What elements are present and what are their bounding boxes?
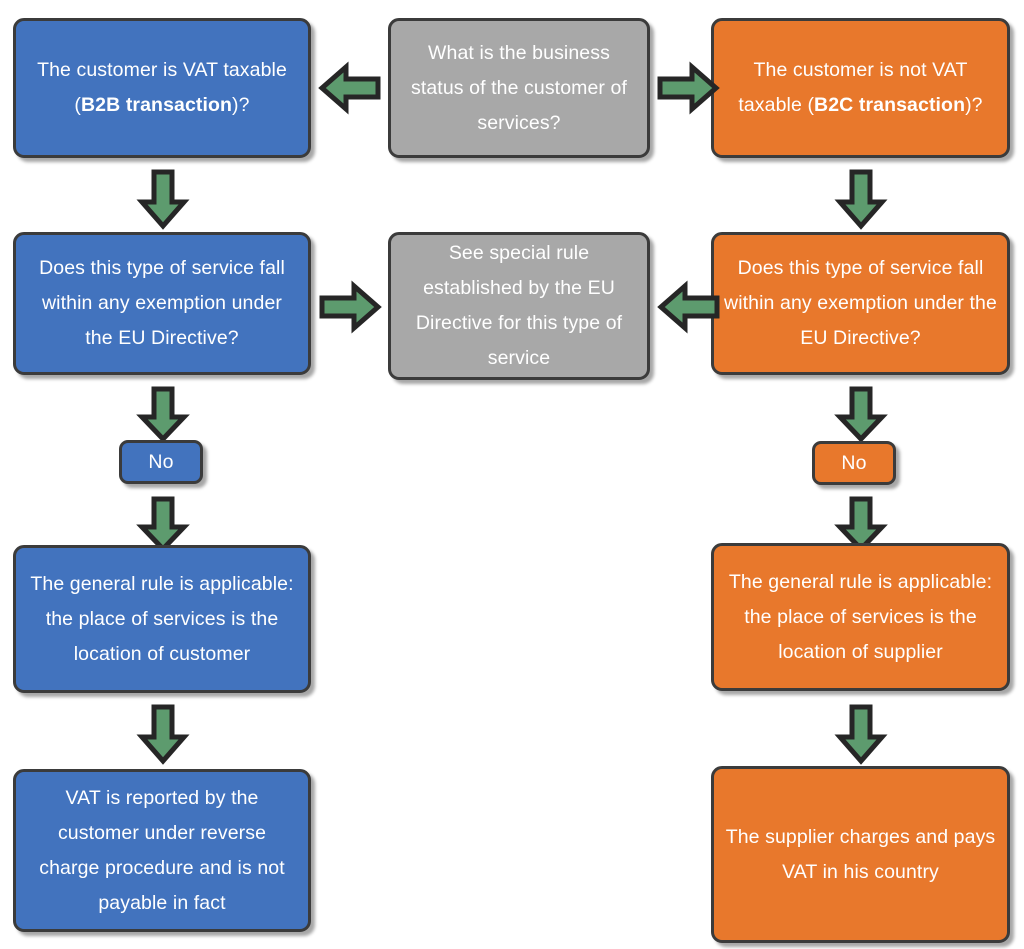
arrow-b2c-no-to-general-rule bbox=[834, 495, 888, 553]
node-business-status-label: What is the business status of the custo… bbox=[410, 41, 628, 134]
arrow-b2c-question-to-exemption bbox=[834, 168, 888, 230]
node-b2b-outcome-label: VAT is reported by the customer under re… bbox=[39, 786, 285, 914]
node-b2b-general-rule[interactable]: The general rule is applicable: the plac… bbox=[13, 545, 311, 693]
node-b2c-no-label: No bbox=[841, 452, 867, 474]
arrow-b2b-exemption-to-no bbox=[136, 385, 190, 443]
arrow-b2b-general-rule-to-outcome bbox=[136, 703, 190, 765]
node-b2c-question[interactable]: The customer is not VAT taxable (B2C tra… bbox=[711, 18, 1010, 158]
node-special-rule-label: See special rule established by the EU D… bbox=[415, 242, 623, 369]
node-b2c-general-rule-label: The general rule is applicable: the plac… bbox=[728, 570, 993, 663]
node-b2b-no-label: No bbox=[148, 451, 174, 473]
node-b2c-question-label: The customer is not VAT taxable (B2C tra… bbox=[738, 59, 983, 116]
arrow-b2c-exemption-to-special-rule bbox=[657, 280, 721, 334]
node-b2b-outcome[interactable]: VAT is reported by the customer under re… bbox=[13, 769, 311, 932]
node-b2b-no[interactable]: No bbox=[119, 440, 203, 484]
arrow-b2c-general-rule-to-outcome bbox=[834, 703, 888, 765]
node-b2c-outcome[interactable]: The supplier charges and pays VAT in his… bbox=[711, 766, 1010, 943]
arrow-status-to-b2b bbox=[318, 61, 382, 115]
node-b2c-general-rule[interactable]: The general rule is applicable: the plac… bbox=[711, 543, 1010, 691]
node-b2b-exemption[interactable]: Does this type of service fall within an… bbox=[13, 232, 311, 375]
node-b2c-outcome-label: The supplier charges and pays VAT in his… bbox=[725, 825, 996, 883]
arrow-b2b-question-to-exemption bbox=[136, 168, 190, 230]
node-special-rule[interactable]: See special rule established by the EU D… bbox=[388, 232, 650, 380]
arrow-b2b-exemption-to-special-rule bbox=[318, 280, 382, 334]
node-b2c-no[interactable]: No bbox=[812, 441, 896, 485]
arrow-status-to-b2c bbox=[656, 61, 720, 115]
arrow-b2c-exemption-to-no bbox=[834, 385, 888, 443]
node-b2b-question-label: The customer is VAT taxable (B2B transac… bbox=[37, 59, 287, 116]
node-b2c-exemption[interactable]: Does this type of service fall within an… bbox=[711, 232, 1010, 375]
node-b2c-exemption-label: Does this type of service fall within an… bbox=[724, 257, 997, 349]
node-b2b-general-rule-label: The general rule is applicable: the plac… bbox=[30, 572, 294, 665]
node-business-status[interactable]: What is the business status of the custo… bbox=[388, 18, 650, 158]
arrow-b2b-no-to-general-rule bbox=[136, 495, 190, 553]
node-b2b-exemption-label: Does this type of service fall within an… bbox=[39, 257, 285, 349]
node-b2b-question[interactable]: The customer is VAT taxable (B2B transac… bbox=[13, 18, 311, 158]
